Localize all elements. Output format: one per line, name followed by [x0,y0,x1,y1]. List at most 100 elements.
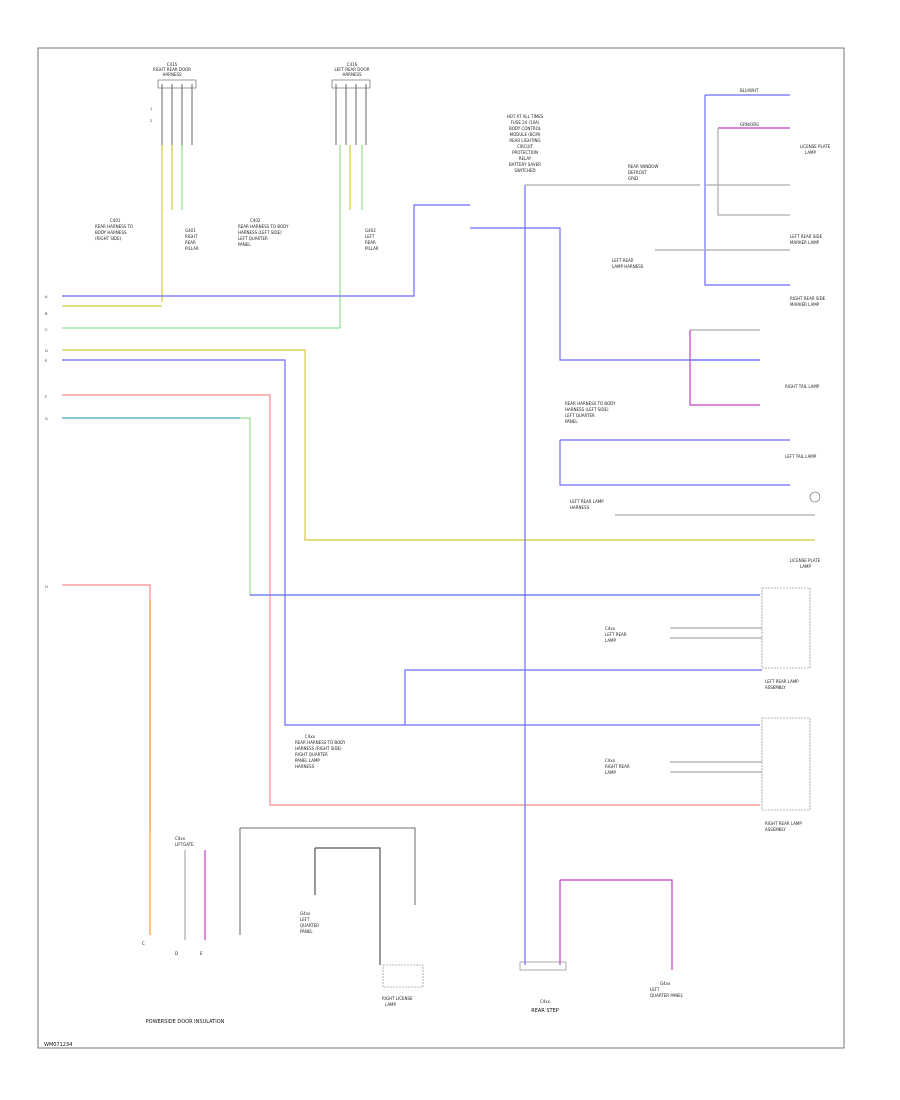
svg-text:E: E [45,359,48,363]
svg-text:LAMP: LAMP [605,638,617,643]
svg-text:PANEL LAMP: PANEL LAMP [295,758,320,763]
svg-text:FUSE 24 (10A): FUSE 24 (10A) [511,120,540,125]
svg-text:DEFROST: DEFROST [628,170,647,175]
note-block-middle: C402 REAR HARNESS TO BODY HARNESS (LEFT … [238,218,379,251]
svg-text:G4xx: G4xx [660,981,671,986]
svg-text:HOT AT ALL TIMES: HOT AT ALL TIMES [507,114,544,119]
svg-text:BLU/WHT: BLU/WHT [740,88,759,93]
svg-text:MODULE (BCM): MODULE (BCM) [510,132,541,137]
svg-text:F: F [45,395,47,399]
svg-text:RIGHT TAIL LAMP: RIGHT TAIL LAMP [785,384,820,389]
svg-text:E: E [200,951,203,956]
svg-text:C4xx: C4xx [605,626,616,631]
bottom-left-connectors: C4xx LIFTGATE C D E [142,836,206,956]
svg-text:LEFT TAIL LAMP: LEFT TAIL LAMP [785,454,817,459]
svg-text:ASSEMBLY: ASSEMBLY [765,685,786,690]
svg-text:LEFT REAR SIDE: LEFT REAR SIDE [790,234,823,239]
wire-blue-top [62,204,470,297]
svg-text:LEFT REAR DOOR: LEFT REAR DOOR [335,67,370,72]
svg-text:HARNESS: HARNESS [570,505,590,510]
bottom-power-module: G4xx LEFT QUARTER PANEL RIGHT LICENSE LA… [239,827,424,1007]
svg-text:REAR HARNESS TO BODY: REAR HARNESS TO BODY [238,224,289,229]
svg-text:BATTERY SAVER: BATTERY SAVER [509,162,541,167]
svg-text:GRN/ORG: GRN/ORG [740,122,759,127]
connector-top-left: C415 RIGHT REAR DOOR HARNESS 1 2 [150,62,197,145]
svg-text:H: H [45,585,48,589]
diagram-frame [37,47,845,1049]
svg-text:RELAY: RELAY [519,156,532,161]
svg-text:C: C [45,328,48,332]
svg-text:HARNESS (RIGHT SIDE): HARNESS (RIGHT SIDE) [295,746,342,751]
svg-text:HARNESS: HARNESS [342,72,362,77]
svg-text:C4xx: C4xx [540,999,551,1004]
svg-text:RIGHT REAR LAMP: RIGHT REAR LAMP [765,821,802,826]
svg-text:C: C [142,941,145,946]
svg-text:LEFT REAR: LEFT REAR [612,258,634,263]
svg-text:RIGHT REAR DOOR: RIGHT REAR DOOR [153,67,191,72]
svg-text:PILLAR: PILLAR [185,246,199,251]
svg-text:REAR HARNESS TO: REAR HARNESS TO [95,224,133,229]
svg-text:LIFTGATE: LIFTGATE [175,842,194,847]
svg-text:LEFT REAR: LEFT REAR [605,632,627,637]
svg-text:HARNESS: HARNESS [295,764,315,769]
svg-text:LEFT: LEFT [650,987,660,992]
svg-text:LICENSE PLATE: LICENSE PLATE [800,144,831,149]
svg-text:GRID: GRID [628,176,638,181]
label-power-door: POWERSIDE DOOR INSULATION [146,1019,225,1025]
note-block-left: C401 REAR HARNESS TO BODY HARNESS (RIGHT… [95,218,199,251]
license-lamp-switch: LEFT REAR LAMP HARNESS LICENSE PLATE LAM… [570,491,821,569]
svg-text:REAR LIGHTING: REAR LIGHTING [509,138,540,143]
right-rear-lamp-assembly: C4xx RIGHT REAR LAMP RIGHT REAR LAMP ASS… [605,717,811,832]
svg-text:LAMP: LAMP [800,564,812,569]
svg-text:MARKER LAMP: MARKER LAMP [790,302,820,307]
note-block-center: C4xx REAR HARNESS TO BODY HARNESS (RIGHT… [295,734,346,769]
svg-text:RIGHT QUARTER: RIGHT QUARTER [295,752,328,757]
svg-text:LAMP: LAMP [805,150,817,155]
svg-text:LEFT QUARTER: LEFT QUARTER [238,236,268,241]
svg-text:RIGHT: RIGHT [185,234,198,239]
svg-text:HARNESS: HARNESS [162,72,182,77]
svg-text:CIRCUIT: CIRCUIT [517,144,533,149]
svg-text:HARNESS (LEFT SIDE): HARNESS (LEFT SIDE) [238,230,282,235]
svg-text:LEFT: LEFT [300,917,310,922]
wire-blue-right-tail [470,227,760,361]
label-rear-step: REAR STEP [531,1008,559,1014]
connector-top-middle: C416 LEFT REAR DOOR HARNESS [331,62,371,145]
svg-text:LAMP: LAMP [385,1002,397,1007]
svg-text:BODY CONTROL: BODY CONTROL [509,126,542,131]
svg-text:PILLAR: PILLAR [365,246,379,251]
svg-text:C4xx: C4xx [175,836,186,841]
svg-text:LAMP HARNESS: LAMP HARNESS [612,264,644,269]
svg-text:RIGHT REAR SIDE: RIGHT REAR SIDE [790,296,826,301]
svg-text:1: 1 [150,107,152,111]
footer-code: WM071234 [44,1042,72,1048]
svg-text:LEFT: LEFT [365,234,375,239]
svg-text:D: D [45,349,48,353]
svg-text:C402: C402 [250,218,261,223]
svg-text:BODY HARNESS: BODY HARNESS [95,230,127,235]
svg-text:LICENSE PLATE: LICENSE PLATE [790,558,821,563]
svg-text:RIGHT REAR: RIGHT REAR [605,764,630,769]
svg-text:LEFT QUARTER: LEFT QUARTER [565,413,595,418]
svg-text:QUARTER: QUARTER [300,923,319,928]
svg-text:LAMP: LAMP [605,770,617,775]
right-top-lamp-group: BLU/WHT GRN/ORG LICENSE PLATE LAMP LEFT … [612,88,831,307]
svg-text:ASSEMBLY: ASSEMBLY [765,827,786,832]
svg-text:PROTECTION: PROTECTION [512,150,538,155]
svg-text:REAR HARNESS TO BODY: REAR HARNESS TO BODY [565,401,616,406]
svg-text:C415: C415 [167,62,178,67]
svg-text:B: B [45,312,48,316]
svg-text:PANEL: PANEL [300,929,313,934]
wire-red-lower [62,584,151,830]
svg-text:LEFT REAR LAMP: LEFT REAR LAMP [765,679,799,684]
svg-text:HARNESS (LEFT SIDE): HARNESS (LEFT SIDE) [565,407,609,412]
svg-text:A: A [45,295,48,299]
svg-text:REAR: REAR [185,240,196,245]
svg-text:G401: G401 [185,228,196,233]
wire-yellow-long [62,349,815,541]
svg-text:REAR HARNESS TO BODY: REAR HARNESS TO BODY [295,740,346,745]
svg-text:LEFT REAR LAMP: LEFT REAR LAMP [570,499,604,504]
svg-text:REAR WINDOW: REAR WINDOW [628,164,658,169]
module-label-top: HOT AT ALL TIMES FUSE 24 (10A) BODY CONT… [507,114,544,173]
